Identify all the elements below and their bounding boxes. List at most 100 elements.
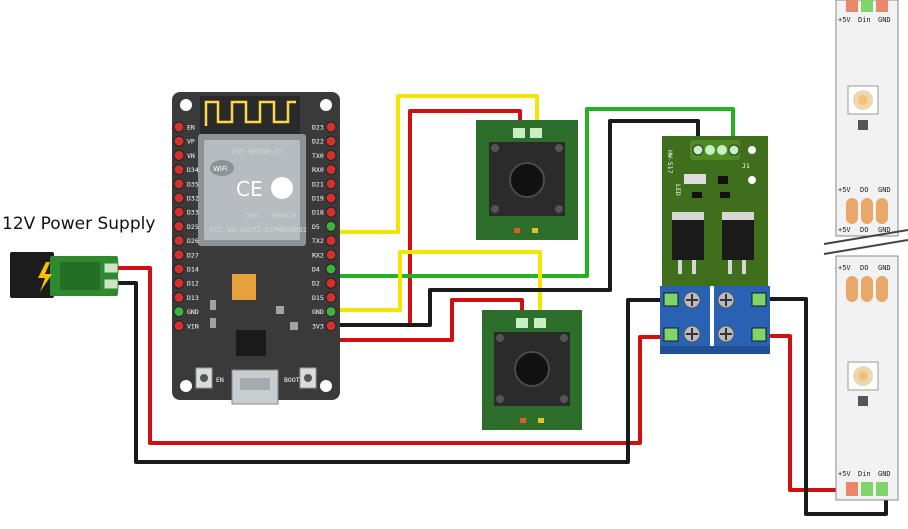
lightning-icon [38,262,52,292]
esp32-left-pin-label: VN [187,152,195,160]
wire-module-ground [330,119,700,327]
esp32-right-pin-d21 [325,178,337,190]
esp32-right-pin-d2 [325,277,337,289]
esp32-left-pin-label: GND [187,308,199,316]
strip-top-din: Din [858,16,871,24]
esp32-right-pin-rx2 [325,249,337,261]
strip-top-gnd: GND [878,16,891,24]
esp32-left-pin-label: D13 [187,294,199,302]
strip-mid-b-plus5v: +5V [838,226,851,234]
esp32-left-pin-label: D14 [187,266,199,274]
esp32-right-header: D23D22TX0RX0D21D19D18D5TX2RX2D4D2D15GND3… [312,121,337,332]
esp32-left-pin-d13 [173,291,185,303]
mosfet-j1-label: J1 [742,162,750,170]
esp32-left-pin-d33 [173,206,185,218]
esp32-left-pin-label: D33 [187,209,199,217]
esp32-right-pin-d4 [325,263,337,275]
esp32-right-pin-d5 [325,220,337,232]
module-name-text: ESP-WROOM-32 [232,148,283,156]
esp32-board: ESP-WROOM-32 WiFi CE 205 - 000519 FCC ID… [172,92,340,405]
cert-text: 205 - 000519 [246,212,297,220]
esp32-left-pin-vin [173,320,185,332]
esp32-right-pin-label: D5 [312,223,320,231]
esp32-left-pin-d26 [173,235,185,247]
wire-button1-signal [330,94,539,234]
esp32-right-pin-d15 [325,291,337,303]
esp32-left-pin-label: D27 [187,251,199,259]
esp32-left-pin-gnd [173,306,185,318]
esp32-left-pin-en [173,121,185,133]
esp32-left-pin-d34 [173,164,185,176]
esp32-right-pin-d19 [325,192,337,204]
strip-mid-b-do: DO [860,226,868,234]
esp32-right-pin-tx0 [325,149,337,161]
esp32-left-pin-d25 [173,220,185,232]
esp32-right-pin-label: GND [312,308,324,316]
strip-mid-c-do: DO [860,264,868,272]
push-button-2-cap[interactable] [514,351,550,387]
esp32-right-pin-label: RX2 [312,251,324,259]
strip-bottom-plus5v: +5V [838,470,851,478]
wires [118,94,888,516]
push-button-1 [476,120,578,240]
esp32-right-pin-label: D2 [312,280,320,288]
esp32-right-pin-label: D15 [312,294,324,302]
esp32-right-pin-gnd [325,306,337,318]
mosfet-module: HW-517 LED J1 [660,136,770,354]
esp32-right-pin-label: TX0 [312,152,324,160]
esp32-left-pin-label: D34 [187,166,199,174]
esp32-right-pin-3v3 [325,320,337,332]
wire-strip-positive [756,334,848,492]
voltage-regulator [232,274,256,300]
wifi-logo-icon [210,160,234,176]
wire-strip-ground [756,297,888,516]
mosfet-led-label: LED [674,184,682,196]
esp32-left-pin-d27 [173,249,185,261]
esp32-right-pin-d23 [325,121,337,133]
esp32-right-pin-d18 [325,206,337,218]
esp32-left-pin-label: VP [187,138,195,146]
wire-12v-positive [118,266,668,445]
push-button-1-cap[interactable] [509,162,545,198]
push-button-2 [482,310,582,430]
strip-mid-c-gnd: GND [878,264,891,272]
mosfet-model-text: HW-517 [666,150,674,174]
led-strip: +5V Din GND +5V DO GND +5V DO GND +5V DO… [823,0,908,501]
mosfet-2 [722,220,754,260]
en-button-label: EN [216,376,224,384]
strip-mid-a-plus5v: +5V [838,186,851,194]
power-supply-label: 12V Power Supply [2,214,156,234]
esp32-left-header: ENVPVND34D35D32D33D25D26D27D14D12D13GNDV… [173,121,199,332]
esp32-left-pin-label: D32 [187,195,199,203]
strip-mid-c-plus5v: +5V [838,264,851,272]
esp32-right-pin-label: D4 [312,266,320,274]
wifi-logo-text: WiFi [213,165,227,173]
usb-serial-chip [236,330,266,356]
power-jack [10,252,119,298]
esp32-left-pin-d32 [173,192,185,204]
antenna-trace [204,100,296,126]
wire-12v-ground [118,281,668,464]
esp32-right-pin-label: D21 [312,180,324,188]
boot-button-label: BOOT [284,376,300,384]
wire-button2-3v3 [330,298,524,342]
esp32-right-pin-label: D22 [312,138,324,146]
esp32-left-pin-d35 [173,178,185,190]
esp32-left-pin-vp [173,135,185,147]
esp32-left-pin-label: D35 [187,180,199,188]
esp32-left-pin-label: D12 [187,280,199,288]
esp32-left-pin-label: D26 [187,237,199,245]
esp32-left-pin-vn [173,149,185,161]
esp32-right-pin-label: TX2 [312,237,324,245]
esp32-left-pin-label: EN [187,124,195,132]
wire-led-data [330,107,735,278]
esp32-right-pin-label: 3V3 [312,322,324,330]
esp32-left-pin-d12 [173,277,185,289]
wire-button1-3v3 [408,109,522,325]
esp32-left-pin-label: VIN [187,322,199,330]
esp32-right-pin-label: D18 [312,209,324,217]
esp32-right-pin-label: D19 [312,195,324,203]
fcc-id-text: FCC ID:2AC7Z-ESPWROOM32 [210,226,307,234]
esp32-right-pin-d22 [325,135,337,147]
